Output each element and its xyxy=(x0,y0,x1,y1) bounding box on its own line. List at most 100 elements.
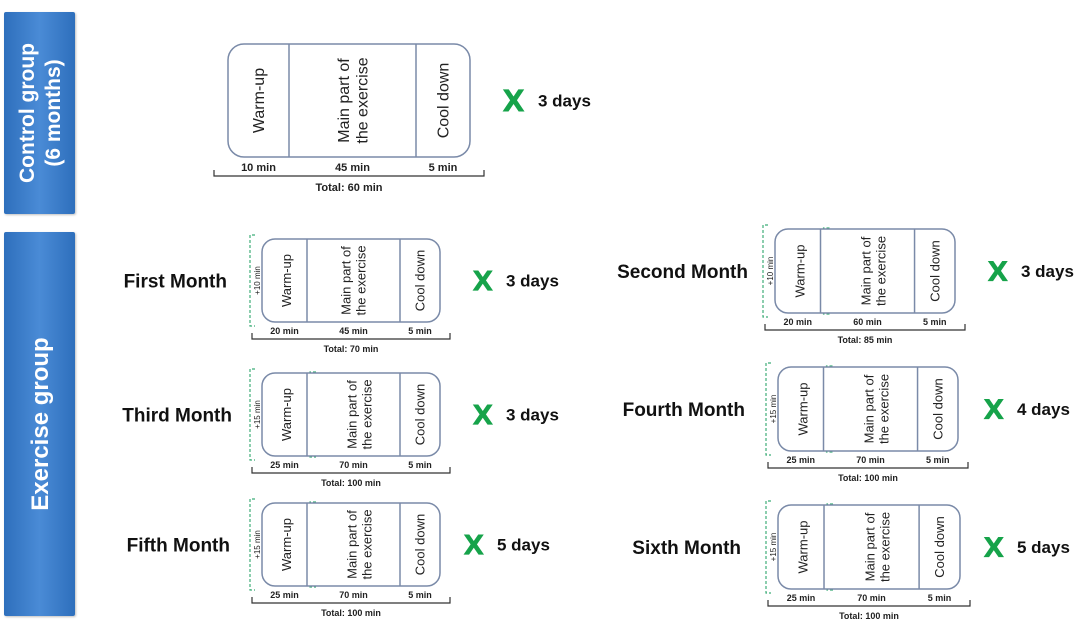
warmup-duration: 20 min xyxy=(270,326,299,336)
warmup-add-label-line: +15 min xyxy=(769,533,778,562)
main-part-label-line: Main part of xyxy=(336,58,353,143)
warmup-add-label-line: +10 min xyxy=(253,266,262,295)
cooldown-duration: 5 min xyxy=(923,317,947,327)
main-duration: 60 min xyxy=(853,317,882,327)
svg-text:Exercise group: Exercise group xyxy=(27,337,54,510)
warmup-duration: 25 min xyxy=(270,590,299,600)
cooldown-duration: 5 min xyxy=(408,460,432,470)
warmup-add-label: +15 min xyxy=(769,395,778,424)
main-part-label-line: Main part of xyxy=(345,380,360,449)
cooldown-label: Cool down xyxy=(413,384,428,445)
main-duration: 45 min xyxy=(335,162,370,174)
control-group-label-line1: Control group xyxy=(16,43,39,183)
main-add-bracket xyxy=(822,227,830,315)
warmup-label: Warm-up xyxy=(279,388,294,441)
warmup-label: Warm-up xyxy=(795,383,810,436)
warmup-duration: 25 min xyxy=(787,593,816,603)
cooldown-duration: 5 min xyxy=(928,593,952,603)
cooldown-label-line: Cool down xyxy=(413,384,428,445)
warmup-label: Warm-up xyxy=(279,254,294,307)
main-part-label-line: Main part of xyxy=(345,510,360,579)
days-per-week: 3 days xyxy=(538,92,591,111)
total-bracket xyxy=(251,333,451,340)
green-x-mark: X xyxy=(987,255,1009,288)
warmup-label-line: Warm-up xyxy=(279,518,294,571)
warmup-add-bracket xyxy=(249,368,255,461)
warmup-label-line: Warm-up xyxy=(279,388,294,441)
cooldown-label-line: Cool down xyxy=(930,378,945,439)
cooldown-label: Cool down xyxy=(413,514,428,575)
total-duration: Total: 100 min xyxy=(321,478,381,488)
total-duration: Total: 60 min xyxy=(315,182,382,194)
warmup-duration: 25 min xyxy=(786,455,815,465)
svg-text:Control group: Control group xyxy=(16,43,39,183)
warmup-label-line: Warm-up xyxy=(792,245,807,298)
total-duration: Total: 70 min xyxy=(324,344,379,354)
total-duration: Total: 100 min xyxy=(321,608,381,618)
warmup-add-label: +15 min xyxy=(769,533,778,562)
main-part-label-line: Main part of xyxy=(863,512,878,581)
total-bracket xyxy=(764,324,966,331)
total-bracket xyxy=(251,467,451,474)
green-x-mark: X xyxy=(463,529,485,562)
main-part-label-line: the exercise xyxy=(360,509,375,579)
month-name: Sixth Month xyxy=(632,538,741,559)
days-per-week: 5 days xyxy=(497,536,550,555)
main-part-label-line: the exercise xyxy=(878,512,893,582)
cooldown-label-line: Cool down xyxy=(413,514,428,575)
warmup-add-bracket xyxy=(765,362,771,456)
days-per-week: 5 days xyxy=(1017,538,1070,557)
month-name: Fifth Month xyxy=(127,536,230,557)
month-name: Third Month xyxy=(122,406,232,427)
month-name: Fourth Month xyxy=(623,400,745,421)
main-duration: 45 min xyxy=(339,326,368,336)
cooldown-label-line: Cool down xyxy=(932,516,947,577)
warmup-label-line: Warm-up xyxy=(251,68,268,133)
warmup-label: Warm-up xyxy=(796,521,811,574)
warmup-label-line: Warm-up xyxy=(796,521,811,574)
control-group-label-text: Control group (6 months) xyxy=(16,43,65,183)
warmup-add-bracket xyxy=(249,234,255,327)
month-name: Second Month xyxy=(617,262,748,283)
cooldown-label: Cool down xyxy=(930,378,945,439)
green-x-mark: X xyxy=(502,84,525,119)
main-part-label-line: the exercise xyxy=(874,236,889,306)
main-part-label-line: Main part of xyxy=(339,246,354,315)
warmup-label: Warm-up xyxy=(792,245,807,298)
warmup-label: Warm-up xyxy=(279,518,294,571)
total-bracket xyxy=(251,597,451,604)
cooldown-label-line: Cool down xyxy=(927,240,942,301)
total-bracket xyxy=(767,462,969,469)
cooldown-duration: 5 min xyxy=(408,590,432,600)
month-name: First Month xyxy=(124,272,227,293)
control-group-label-line2: (6 months) xyxy=(42,59,65,166)
main-add-bracket xyxy=(825,365,833,453)
exercise-group-label-svg: Exercise group xyxy=(27,337,54,510)
warmup-label-line: Warm-up xyxy=(279,254,294,307)
warmup-add-label: +15 min xyxy=(253,400,262,429)
warmup-duration: 25 min xyxy=(270,460,299,470)
cooldown-label: Cool down xyxy=(436,63,453,139)
days-per-week: 3 days xyxy=(1021,262,1074,281)
exercise-group-label-text: Exercise group xyxy=(27,337,54,510)
cooldown-label: Cool down xyxy=(927,240,942,301)
days-per-week: 3 days xyxy=(506,406,559,425)
green-x-mark: X xyxy=(983,393,1005,426)
warmup-add-bracket xyxy=(249,498,255,591)
exercise-group-label: Exercise group xyxy=(4,232,75,616)
main-part-label-line: Main part of xyxy=(859,236,874,305)
warmup-add-label: +10 min xyxy=(253,266,262,295)
warmup-add-label-line: +15 min xyxy=(253,530,262,559)
main-part-label-line: the exercise xyxy=(354,57,371,143)
warmup-add-bracket xyxy=(762,224,768,318)
